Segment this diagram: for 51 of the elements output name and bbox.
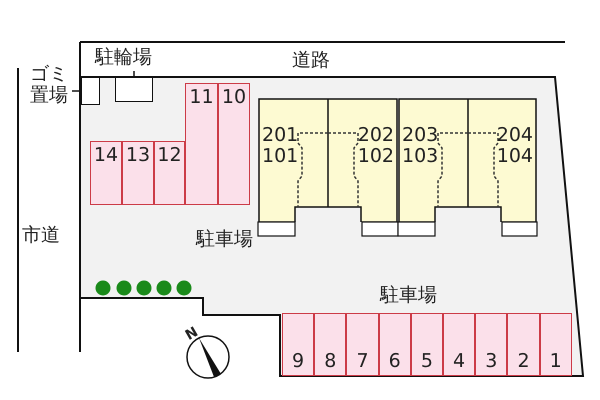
space-number: 1 [550, 351, 562, 372]
room-number: 102 [358, 146, 394, 167]
parking-space [90, 141, 122, 205]
room-number: 203 [402, 125, 438, 146]
room-number: 201 [262, 125, 298, 146]
space-number: 8 [324, 351, 336, 372]
leader-line [133, 71, 135, 77]
space-number: 7 [356, 351, 369, 372]
parking-space [540, 313, 572, 376]
apartment-unit [328, 98, 398, 222]
space-number: 3 [485, 351, 498, 372]
space-number: 14 [94, 145, 118, 166]
space-number: 13 [126, 145, 150, 166]
road-name: 市道 [22, 223, 60, 248]
space-number: 9 [292, 351, 304, 372]
parking-space [154, 141, 185, 205]
apartment-unit [398, 98, 468, 222]
parking-space [282, 313, 314, 376]
space-number: 4 [453, 351, 466, 372]
north-mark: N [182, 324, 201, 344]
garbage-enclosure [81, 77, 100, 105]
parking-space [475, 313, 508, 376]
parking-space [443, 313, 476, 376]
parking-space [314, 313, 346, 376]
leader-line [72, 90, 81, 92]
area-label: 駐車場 [380, 283, 437, 308]
area-label: ゴミ置場 [30, 64, 69, 106]
room-number: 103 [402, 146, 438, 167]
room-number: 204 [496, 125, 533, 146]
room-number: 104 [496, 146, 533, 167]
space-number: 10 [222, 87, 246, 108]
area-label: 駐車場 [196, 227, 253, 252]
parking-space [410, 313, 443, 376]
space-number: 2 [517, 351, 530, 372]
parking-space [507, 313, 540, 376]
parking-space [346, 313, 379, 376]
parking-space [122, 141, 154, 205]
space-number: 6 [388, 351, 401, 372]
road-name: 道路 [292, 48, 330, 73]
parking-space [378, 313, 411, 376]
bicycle-shelter [115, 77, 153, 102]
area-label: 駐輪場 [95, 47, 153, 68]
space-number: 5 [420, 351, 433, 372]
apartment-unit [468, 98, 537, 222]
parking-space [218, 83, 250, 205]
room-number: 101 [262, 146, 298, 167]
room-number: 202 [358, 125, 394, 146]
space-number: 12 [157, 145, 182, 166]
parking-space [185, 83, 218, 205]
apartment-unit [258, 98, 328, 222]
space-number: 11 [189, 87, 214, 108]
